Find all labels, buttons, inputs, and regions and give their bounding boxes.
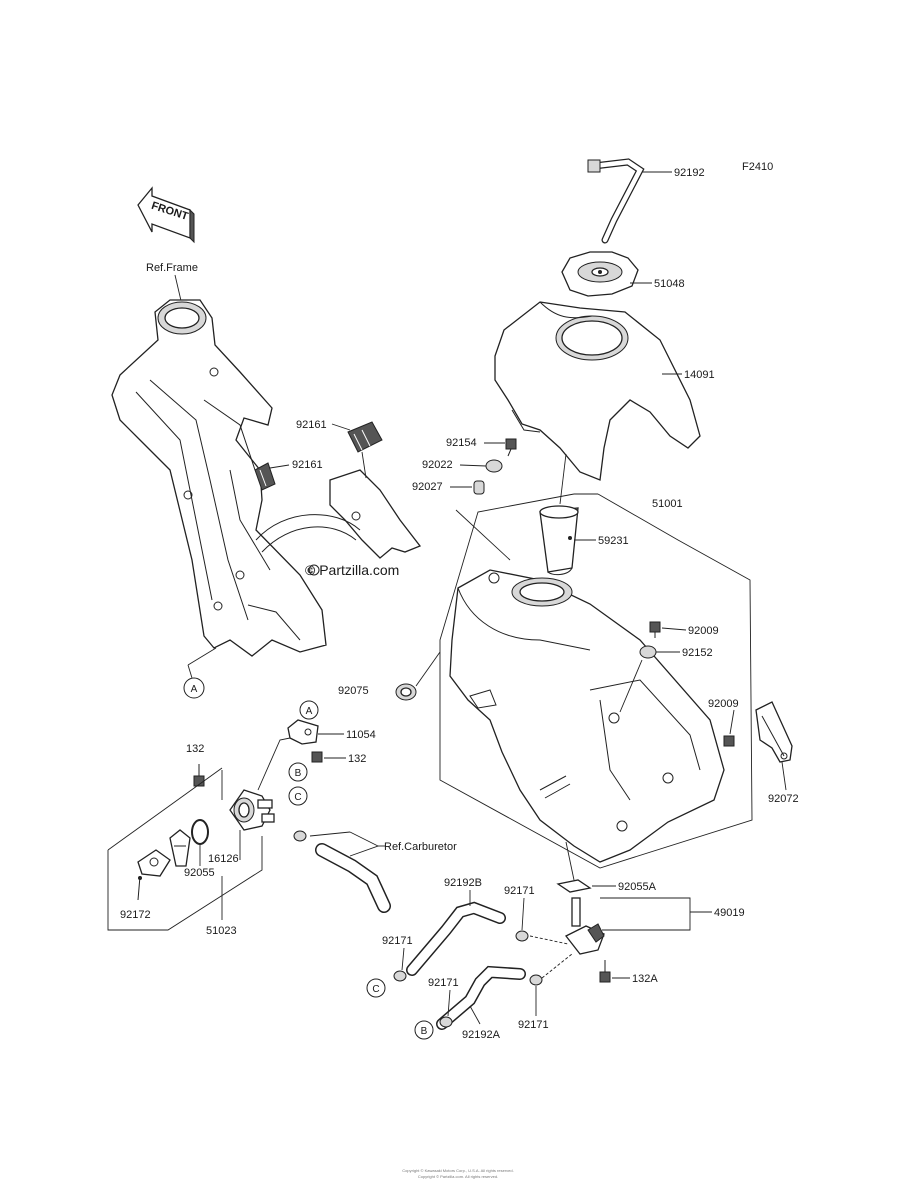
pad-92161-upper — [347, 421, 383, 453]
filter-59231 — [539, 505, 579, 576]
watermark-text: © Partzilla.com — [305, 562, 399, 578]
label-92022: 92022 — [422, 459, 453, 471]
callout-b-hose — [414, 1020, 434, 1040]
label-92172: 92172 — [120, 909, 151, 921]
bolt-92009-upper — [649, 621, 661, 638]
callout-b-cock-letter: B — [295, 768, 302, 779]
fuel-cock-16126 — [229, 789, 275, 831]
callout-a-frame — [183, 677, 205, 699]
grommet-92152 — [639, 645, 657, 659]
bolt-92154 — [505, 438, 517, 457]
label-92192A: 92192A — [462, 1029, 501, 1041]
washer-92022 — [485, 459, 503, 473]
hose-92192B — [406, 901, 506, 976]
label-92009-upper: 92009 — [688, 625, 719, 637]
front-arrow-icon: FRONT — [137, 186, 195, 244]
label-92171-c: 92171 — [428, 977, 459, 989]
label-92171-b: 92171 — [382, 935, 413, 947]
collar-92027 — [473, 480, 485, 495]
pad-92161-lower — [254, 462, 276, 491]
label-16126: 16126 — [208, 853, 239, 865]
damper-92075 — [395, 683, 417, 701]
callout-a-bracket — [299, 700, 319, 720]
label-51048: 51048 — [654, 278, 685, 290]
label-92192B: 92192B — [444, 877, 482, 889]
label-14091: 14091 — [684, 369, 715, 381]
footer-line-1: Copyright © Kawasaki Motors Corp., U.S.A… — [402, 1168, 513, 1173]
label-92055A: 92055A — [618, 881, 657, 893]
svg-text:©: © — [309, 567, 315, 575]
callout-a-frame-letter: A — [191, 684, 198, 695]
label-132-right: 132 — [348, 753, 366, 765]
label-51001: 51001 — [652, 498, 683, 510]
label-92192: 92192 — [674, 167, 705, 179]
bolt-92009-lower — [723, 735, 735, 747]
callout-c-cock — [288, 786, 308, 806]
screw-132A — [599, 960, 611, 983]
label-51023: 51023 — [206, 925, 237, 937]
label-92152: 92152 — [682, 647, 713, 659]
diagram-code: F2410 — [742, 161, 773, 173]
label-132-left: 132 — [186, 743, 204, 755]
clamp-92171-a — [515, 930, 529, 942]
breather-hose-92192 — [587, 158, 645, 244]
fuel-tank-51001 — [449, 569, 725, 863]
label-92171-d: 92171 — [518, 1019, 549, 1031]
callout-c-cock-letter: C — [294, 792, 301, 803]
fuel-tap-49019 — [565, 897, 605, 955]
callout-b-cock — [288, 762, 308, 782]
label-11054: 11054 — [346, 729, 376, 741]
label-92161-lower: 92161 — [292, 459, 323, 471]
callout-c-hose-letter: C — [372, 984, 379, 995]
label-92009-lower: 92009 — [708, 698, 739, 710]
callout-a-bracket-letter: A — [306, 706, 313, 717]
bracket-11054 — [287, 719, 319, 745]
ref-frame-label: Ref.Frame — [146, 262, 198, 274]
bolt-132-left — [193, 764, 205, 787]
clamp-92171-d — [529, 974, 543, 986]
fuel-cock-plate — [137, 849, 171, 877]
tank-bracket-92072 — [755, 701, 793, 763]
fuel-cock-lever — [169, 829, 191, 867]
label-92072: 92072 — [768, 793, 799, 805]
hose-92192A — [436, 965, 526, 1030]
label-92154: 92154 — [446, 437, 477, 449]
callout-c-hose — [366, 978, 386, 998]
label-92161-upper: 92161 — [296, 419, 327, 431]
clamp-carburetor — [293, 830, 307, 842]
label-132A: 132A — [632, 973, 658, 985]
fuel-cap-51048 — [561, 251, 639, 297]
tank-cover-14091 — [494, 301, 701, 481]
label-92055: 92055 — [184, 867, 215, 879]
ref-carburetor-label: Ref.Carburetor — [384, 841, 457, 853]
o-ring-92055 — [191, 819, 209, 845]
clamp-92171-b — [393, 970, 407, 982]
callout-b-hose-letter: B — [421, 1026, 428, 1037]
screw-92172 — [137, 875, 141, 901]
hose-to-carburetor — [315, 843, 391, 913]
gasket-92055A — [556, 879, 592, 893]
label-92027: 92027 — [412, 481, 443, 493]
clamp-92171-c — [439, 1016, 453, 1028]
footer-line-2: Copyright © Partzilla.com. All rights re… — [418, 1174, 498, 1179]
frame-illustration — [111, 299, 327, 657]
label-92075: 92075 — [338, 685, 369, 697]
label-59231: 59231 — [598, 535, 629, 547]
label-92171-a: 92171 — [504, 885, 535, 897]
rear-fender-illustration — [255, 469, 422, 559]
bolt-132-right — [311, 751, 323, 763]
label-49019: 49019 — [714, 907, 745, 919]
watermark: © © Partzilla.com — [305, 562, 399, 578]
